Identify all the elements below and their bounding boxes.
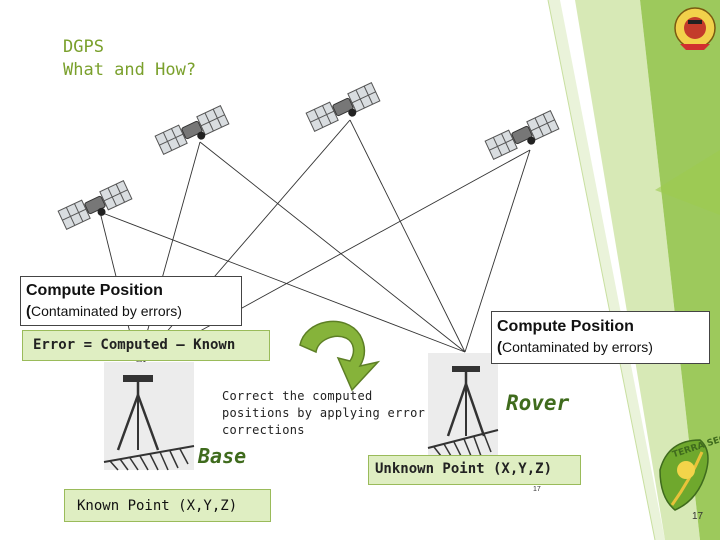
title-line-1: DGPS (63, 37, 104, 57)
error-formula: Error = Computed – Known (33, 337, 236, 353)
unknown-point-box: Unknown Point (X,Y,Z) (368, 455, 581, 485)
correction-line-2: positions by applying error (222, 406, 426, 420)
base-compute-title: Compute Position (26, 282, 163, 299)
rover-compute-position-box: Compute Position (Contaminated by errors… (491, 311, 710, 364)
satellite-icon (57, 180, 133, 230)
unknown-point-label: Unknown Point (X,Y,Z) (375, 461, 553, 477)
satellite-icon (484, 110, 560, 160)
small-page-number: 17 (533, 486, 541, 493)
emblem-icon (674, 7, 716, 50)
base-label: Base (198, 444, 247, 468)
tripod-rover-icon (427, 353, 499, 458)
rover-label: Rover (506, 391, 570, 415)
satellite-icon (305, 82, 381, 132)
base-compute-note: (Contaminated by errors) (26, 303, 182, 320)
signal-lines (99, 119, 531, 366)
satellite-icon (154, 105, 230, 155)
page-number: 17 (692, 511, 704, 522)
rover-compute-title: Compute Position (497, 318, 634, 335)
correction-line-1: Correct the computed (222, 389, 373, 403)
curved-arrow-icon (299, 320, 381, 392)
known-point-box: Known Point (X,Y,Z) (64, 489, 271, 522)
slide-title: DGPS What and How? (63, 36, 196, 82)
rover-compute-note: (Contaminated by errors) (497, 339, 653, 356)
title-line-2: What and How? (63, 60, 197, 80)
slide-decoration (547, 0, 720, 540)
tripod-base-icon (103, 362, 195, 471)
error-formula-box: Error = Computed – Known (22, 330, 270, 361)
base-compute-position-box: Compute Position (Contaminated by errors… (20, 276, 242, 326)
correction-line-3: corrections (222, 423, 305, 437)
known-point-label: Known Point (X,Y,Z) (77, 498, 238, 514)
correction-text: Correct the computed positions by applyi… (222, 388, 427, 439)
